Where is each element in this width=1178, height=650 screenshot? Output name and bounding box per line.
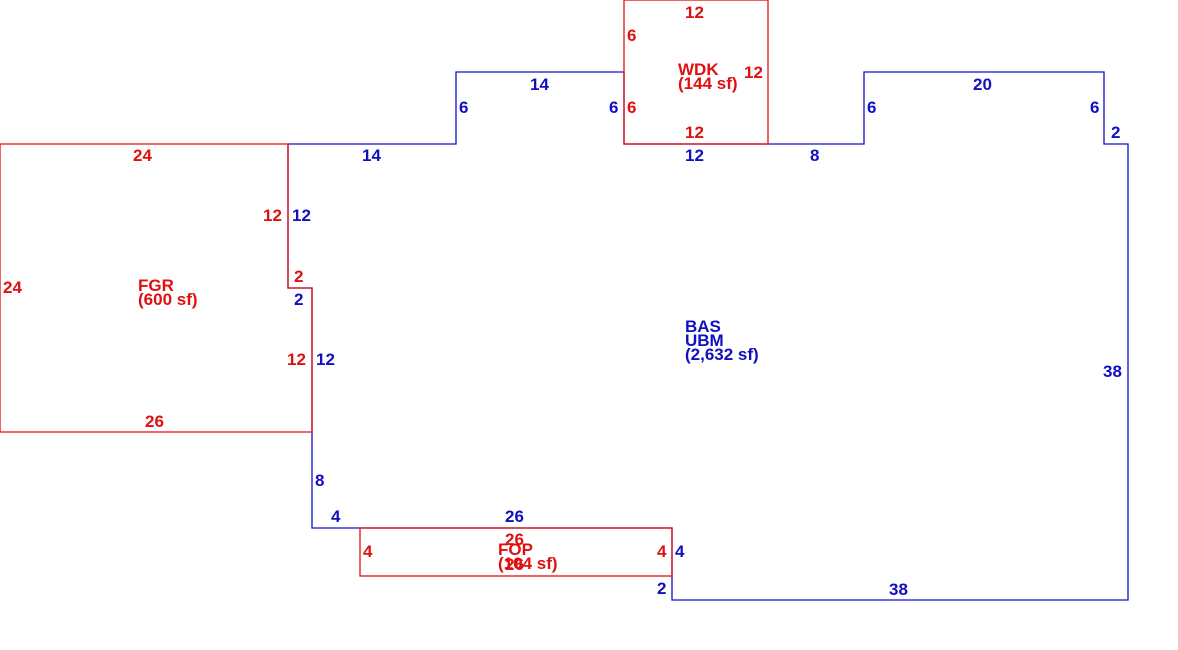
dim-fop-bottom: 26 [505,555,524,574]
dim-wdk-bottom: 12 [685,123,704,142]
dim-wdk-left-lower: 6 [627,98,636,117]
dim-wdk-right: 12 [744,63,763,82]
dim-bas-bottom-26: 26 [505,507,524,526]
dim-bas-inner-12-upper: 12 [292,206,311,225]
fop-size-label: (104 sf) [498,554,558,573]
dim-fgr-right-12-upper: 12 [263,206,282,225]
dim-bas-inner-12-lower: 12 [316,350,335,369]
dim-fop-top: 26 [505,530,524,549]
dim-wdk-left-upper: 6 [627,26,636,45]
dim-bas-top-14-upper: 14 [530,75,549,94]
dim-bas-right-step-6: 6 [867,98,876,117]
fop-code-label: FOP [498,540,533,559]
dim-fgr-right-12-lower: 12 [287,350,306,369]
dim-fgr-right-2: 2 [294,267,303,286]
dim-fop-left: 4 [363,542,373,561]
dim-bas-top-20: 20 [973,75,992,94]
fgr-outline [0,143,313,433]
dim-bas-below-wdk: 12 [685,146,704,165]
fgr-size-label: (600 sf) [138,290,198,309]
dim-bas-bottom-38: 38 [889,580,908,599]
dim-bas-left-4: 4 [331,507,341,526]
dim-bas-inner-2: 2 [294,290,303,309]
dim-fgr-bottom: 26 [145,412,164,431]
dim-bas-left-6: 6 [459,98,468,117]
dim-bas-left-8: 8 [315,471,324,490]
dim-bas-top-8: 8 [810,146,819,165]
bas-size-label: (2,632 sf) [685,345,759,364]
wdk-code-label: WDK [678,60,719,79]
wdk-size-label: (144 sf) [678,74,738,93]
dim-bas-top-14-lower: 14 [362,146,381,165]
wdk-outline [623,0,769,145]
dim-bas-right-4: 4 [675,542,685,561]
dim-fgr-top: 24 [133,146,152,165]
dim-fgr-left: 24 [3,278,22,297]
ubm-code-label: UBM [685,331,724,350]
dim-bas-right-38: 38 [1103,362,1122,381]
dim-bas-left-of-wdk: 6 [609,98,618,117]
dim-bas-far-right-6: 6 [1090,98,1099,117]
dim-fop-right: 4 [657,542,667,561]
dim-wdk-top: 12 [685,3,704,22]
fgr-code-label: FGR [138,276,174,295]
dim-bas-bottom-step-2: 2 [657,579,666,598]
bas-code-label: BAS [685,317,721,336]
fop-outline [359,527,673,577]
dim-bas-right-2: 2 [1111,123,1120,142]
bas-outline [287,71,1129,601]
